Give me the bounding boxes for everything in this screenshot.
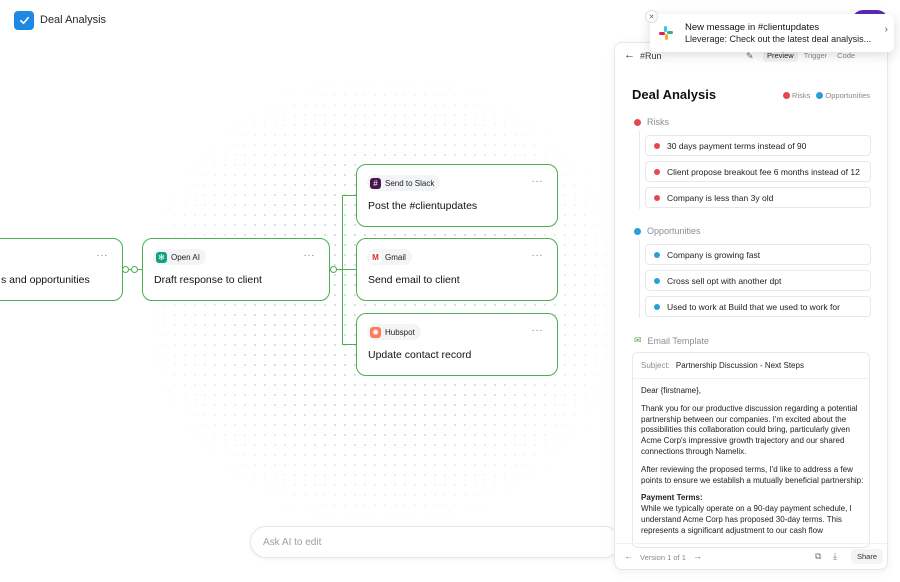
node-title: Update contact record bbox=[368, 349, 472, 361]
ask-ai-placeholder: Ask AI to edit bbox=[263, 537, 322, 548]
edit-icon[interactable]: ✎ bbox=[746, 51, 754, 61]
prev-version-icon[interactable]: ← bbox=[624, 551, 633, 561]
toast-message: Lleverage: Check out the latest deal ana… bbox=[685, 34, 872, 44]
chip-label: Send to Slack bbox=[385, 178, 435, 188]
email-body: Dear {firstname}, Thank you for our prod… bbox=[641, 386, 865, 544]
legend-opportunities: Opportunities bbox=[816, 91, 870, 100]
app-logo-check-icon bbox=[14, 11, 34, 30]
panel-title: Deal Analysis bbox=[632, 87, 717, 102]
workflow-node-slack[interactable]: # Send to Slack ··· Post the #clientupda… bbox=[356, 164, 558, 227]
email-terms-heading: Payment Terms: bbox=[641, 493, 703, 503]
node-title: Send email to client bbox=[368, 274, 460, 286]
panel-header: ← #Run ✎ Preview Trigger Code ⌃ bbox=[615, 43, 887, 69]
risk-item: Company is less than 3y old bbox=[645, 187, 871, 208]
node-title: Post the #clientupdates bbox=[368, 200, 478, 212]
output-port[interactable] bbox=[122, 266, 129, 273]
panel-footer: ← Version 1 of 1 → ⧉ ⤓ Share bbox=[615, 543, 887, 569]
opportunities-heading: Opportunities bbox=[634, 226, 701, 236]
tab-trigger[interactable]: Trigger bbox=[803, 51, 828, 60]
workflow-node-openai[interactable]: ✻ Open AI ··· Draft response to client bbox=[142, 238, 330, 301]
gmail-icon: M bbox=[370, 251, 381, 263]
close-icon[interactable]: ✕ bbox=[645, 10, 658, 23]
toast-title: New message in #clientupdates bbox=[685, 22, 820, 33]
node-chip: ✻ Open AI bbox=[153, 249, 206, 265]
legend: Risks Opportunities bbox=[783, 91, 870, 100]
workflow-node-hubspot[interactable]: ✺ Hubspot ··· Update contact record bbox=[356, 313, 558, 376]
connector-line bbox=[342, 195, 356, 197]
panel-tabs: Preview Trigger Code bbox=[763, 49, 859, 62]
node-chip: M Gmail bbox=[367, 249, 412, 265]
email-paragraph: Thank you for our productive discussion … bbox=[641, 403, 858, 456]
node-chip: ✺ Hubspot bbox=[367, 324, 421, 340]
slack-icon bbox=[659, 26, 673, 40]
risk-dot bbox=[634, 118, 641, 126]
node-menu-icon[interactable]: ··· bbox=[531, 325, 543, 336]
email-paragraph: While we typically operate on a 90-day p… bbox=[641, 504, 852, 535]
node-menu-icon[interactable]: ··· bbox=[531, 176, 543, 187]
node-menu-icon[interactable]: ··· bbox=[96, 250, 108, 261]
output-panel: ← #Run ✎ Preview Trigger Code ⌃ Deal Ana… bbox=[614, 42, 888, 570]
ask-ai-input[interactable]: Ask AI to edit bbox=[250, 526, 620, 558]
back-arrow-icon[interactable]: ← bbox=[624, 49, 635, 61]
section-rail bbox=[639, 131, 640, 209]
risk-item: Client propose breakout fee 6 months ins… bbox=[645, 161, 871, 182]
node-title: s and opportunities bbox=[1, 274, 90, 286]
slack-notification-toast[interactable]: ✕ New message in #clientupdates Lleverag… bbox=[645, 10, 894, 52]
version-label: Version 1 of 1 bbox=[640, 553, 686, 562]
slack-icon: # bbox=[370, 177, 381, 189]
hubspot-icon: ✺ bbox=[370, 326, 381, 338]
tab-code[interactable]: Code bbox=[837, 51, 856, 60]
download-icon[interactable]: ⤓ bbox=[833, 551, 837, 561]
opportunity-item: Cross sell opt with another dpt bbox=[645, 270, 871, 291]
email-greeting: Dear {firstname}, bbox=[641, 386, 702, 395]
mail-icon: ✉ bbox=[634, 335, 642, 345]
node-title: Draft response to client bbox=[154, 274, 262, 286]
email-template-box[interactable]: Subject: Partnership Discussion - Next S… bbox=[632, 352, 870, 548]
risks-heading: Risks bbox=[634, 117, 669, 127]
share-button[interactable]: Share bbox=[851, 549, 884, 564]
chip-label: Open AI bbox=[171, 252, 200, 262]
opportunity-item: Used to work at Build that we used to wo… bbox=[645, 296, 871, 317]
copy-icon[interactable]: ⧉ bbox=[815, 551, 822, 561]
subject-value: Partnership Discussion - Next Steps bbox=[675, 361, 804, 370]
chevron-right-icon[interactable]: › bbox=[884, 24, 888, 35]
chip-label: Gmail bbox=[385, 252, 406, 262]
connector-line bbox=[342, 269, 356, 271]
app-title: Deal Analysis bbox=[40, 14, 107, 26]
input-port[interactable] bbox=[131, 266, 138, 273]
workflow-node-analysis[interactable]: ··· s and opportunities bbox=[0, 238, 123, 301]
collapse-icon[interactable]: ⌃ bbox=[868, 49, 877, 60]
channel-label: #Run bbox=[640, 51, 662, 61]
output-port[interactable] bbox=[330, 266, 337, 273]
openai-icon: ✻ bbox=[156, 251, 167, 263]
opportunity-item: Company is growing fast bbox=[645, 244, 871, 265]
next-version-icon[interactable]: → bbox=[693, 551, 702, 561]
opportunity-dot bbox=[634, 227, 641, 235]
section-rail bbox=[639, 240, 640, 318]
workflow-node-gmail[interactable]: M Gmail ··· Send email to client bbox=[356, 238, 558, 301]
node-menu-icon[interactable]: ··· bbox=[303, 250, 315, 261]
email-template-heading: ✉ Email Template bbox=[634, 335, 709, 346]
connector-line bbox=[342, 344, 356, 346]
email-subject: Subject: Partnership Discussion - Next S… bbox=[633, 353, 869, 379]
risk-item: 30 days payment terms instead of 90 bbox=[645, 135, 871, 156]
subject-label: Subject: bbox=[641, 361, 670, 370]
chip-label: Hubspot bbox=[385, 327, 415, 337]
node-menu-icon[interactable]: ··· bbox=[531, 250, 543, 261]
legend-risks: Risks bbox=[783, 91, 810, 100]
tab-preview[interactable]: Preview bbox=[763, 49, 798, 62]
node-chip: # Send to Slack bbox=[367, 175, 441, 191]
email-paragraph: After reviewing the proposed terms, I'd … bbox=[641, 464, 864, 485]
